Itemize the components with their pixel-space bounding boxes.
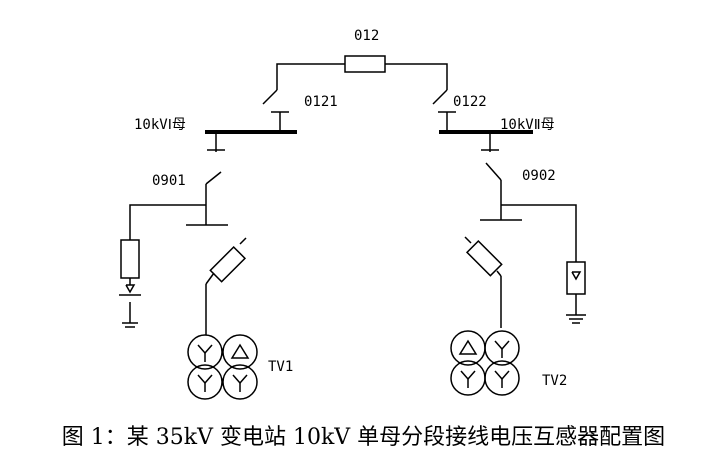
- label-bus-right: 10kVⅡ母: [500, 117, 555, 133]
- single-line-diagram: 012 0121 0122 10kVⅠ母 10kVⅡ母 0901 0902 TV…: [119, 28, 586, 400]
- label-switch-0902: 0902: [522, 168, 556, 184]
- breaker-012: [344, 55, 386, 73]
- label-switch-0122: 0122: [453, 94, 487, 110]
- fuse-left: [205, 237, 247, 335]
- label-switch-0901: 0901: [152, 173, 186, 189]
- bus-tie-line: [276, 63, 448, 90]
- fuse-right: [464, 236, 503, 328]
- disconnect-switch-0121: [262, 89, 289, 130]
- label-bus-left: 10kVⅠ母: [134, 117, 186, 133]
- arrester-right: [501, 204, 586, 324]
- disconnect-switch-0122: [432, 89, 456, 130]
- voltage-transformer-tv1: [187, 334, 258, 400]
- label-tv2: TV2: [542, 373, 567, 389]
- disconnect-switch-0901: [186, 134, 228, 226]
- arrester-left: [119, 204, 206, 328]
- label-breaker-012: 012: [354, 28, 379, 44]
- label-tv1: TV1: [268, 359, 293, 375]
- voltage-transformer-tv2: [450, 330, 520, 396]
- disconnect-switch-0902: [480, 134, 522, 221]
- figure-caption: 图 1：某 35kV 变电站 10kV 单母分段接线电压互感器配置图: [61, 425, 666, 450]
- label-switch-0121: 0121: [304, 94, 338, 110]
